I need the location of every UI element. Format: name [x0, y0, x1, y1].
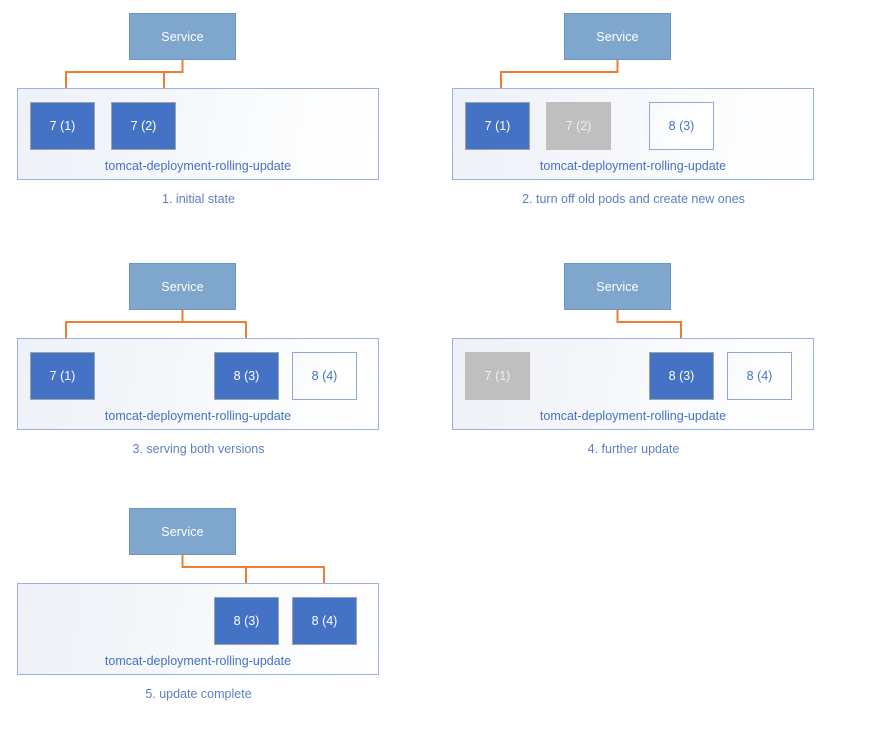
- panel-caption: 1. initial state: [162, 192, 235, 206]
- panel-1-initial-state: Service 7 (1) 7 (2) tomcat-deployment-ro…: [0, 0, 435, 235]
- panel-3-serving-both-versions: Service 7 (1) 8 (3) 8 (4) tomcat-deploym…: [0, 250, 435, 485]
- pod-7-1[interactable]: 7 (1): [30, 352, 95, 400]
- panel-caption: 4. further update: [587, 442, 680, 456]
- pod-7-2-terminating[interactable]: 7 (2): [546, 102, 611, 150]
- service-box[interactable]: Service: [564, 263, 671, 310]
- service-box[interactable]: Service: [129, 508, 236, 555]
- pod-7-1-terminating[interactable]: 7 (1): [465, 352, 530, 400]
- deployment-label: tomcat-deployment-rolling-update: [104, 409, 292, 423]
- pod-8-4-pending[interactable]: 8 (4): [292, 352, 357, 400]
- panel-caption: 3. serving both versions: [132, 442, 265, 456]
- panel-caption: 2. turn off old pods and create new ones: [522, 192, 745, 206]
- pod-7-1[interactable]: 7 (1): [465, 102, 530, 150]
- panel-4-further-update: Service 7 (1) 8 (3) 8 (4) tomcat-deploym…: [435, 250, 870, 485]
- service-box[interactable]: Service: [129, 13, 236, 60]
- panel-2-turn-off-old-pods: Service 7 (1) 7 (2) 8 (3) tomcat-deploym…: [435, 0, 870, 235]
- panel-caption: 5. update complete: [145, 687, 252, 701]
- deployment-container: 7 (1) 8 (3) 8 (4) tomcat-deployment-roll…: [17, 338, 379, 430]
- pod-7-2[interactable]: 7 (2): [111, 102, 176, 150]
- pod-8-3[interactable]: 8 (3): [214, 352, 279, 400]
- pod-8-3-pending[interactable]: 8 (3): [649, 102, 714, 150]
- deployment-label: tomcat-deployment-rolling-update: [104, 654, 292, 668]
- pod-8-3[interactable]: 8 (3): [649, 352, 714, 400]
- deployment-container: 7 (1) 7 (2) 8 (3) tomcat-deployment-roll…: [452, 88, 814, 180]
- deployment-label: tomcat-deployment-rolling-update: [104, 159, 292, 173]
- pod-8-4[interactable]: 8 (4): [292, 597, 357, 645]
- deployment-container: 7 (1) 7 (2) tomcat-deployment-rolling-up…: [17, 88, 379, 180]
- panel-5-update-complete: Service 8 (3) 8 (4) tomcat-deployment-ro…: [0, 495, 435, 730]
- pod-7-1[interactable]: 7 (1): [30, 102, 95, 150]
- deployment-container: 8 (3) 8 (4) tomcat-deployment-rolling-up…: [17, 583, 379, 675]
- deployment-container: 7 (1) 8 (3) 8 (4) tomcat-deployment-roll…: [452, 338, 814, 430]
- pod-8-3[interactable]: 8 (3): [214, 597, 279, 645]
- deployment-label: tomcat-deployment-rolling-update: [539, 159, 727, 173]
- service-box[interactable]: Service: [129, 263, 236, 310]
- service-box[interactable]: Service: [564, 13, 671, 60]
- deployment-label: tomcat-deployment-rolling-update: [539, 409, 727, 423]
- pod-8-4-pending[interactable]: 8 (4): [727, 352, 792, 400]
